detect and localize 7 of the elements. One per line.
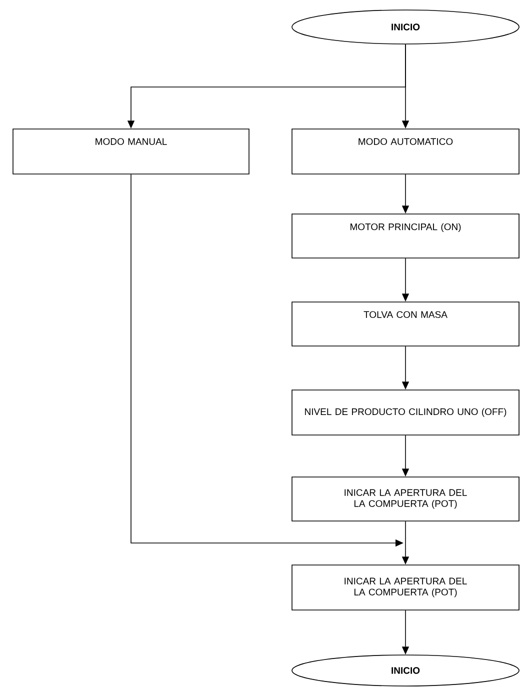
process-box: INICAR LA APERTURA DEL LA COMPUERTA (POT) (292, 476, 520, 522)
process-box: TOLVA CON MASA (292, 302, 520, 346)
process-box: MODO AUTOMATICO (292, 128, 520, 174)
process-box: MODO MANUAL (12, 128, 250, 174)
process-box: MOTOR PRINCIPAL (ON) (292, 214, 520, 258)
process-box: INICAR LA APERTURA DEL LA COMPUERTA (POT) (292, 564, 520, 610)
process-box: NIVEL DE PRODUCTO CILINDRO UNO (OFF) (292, 390, 520, 436)
